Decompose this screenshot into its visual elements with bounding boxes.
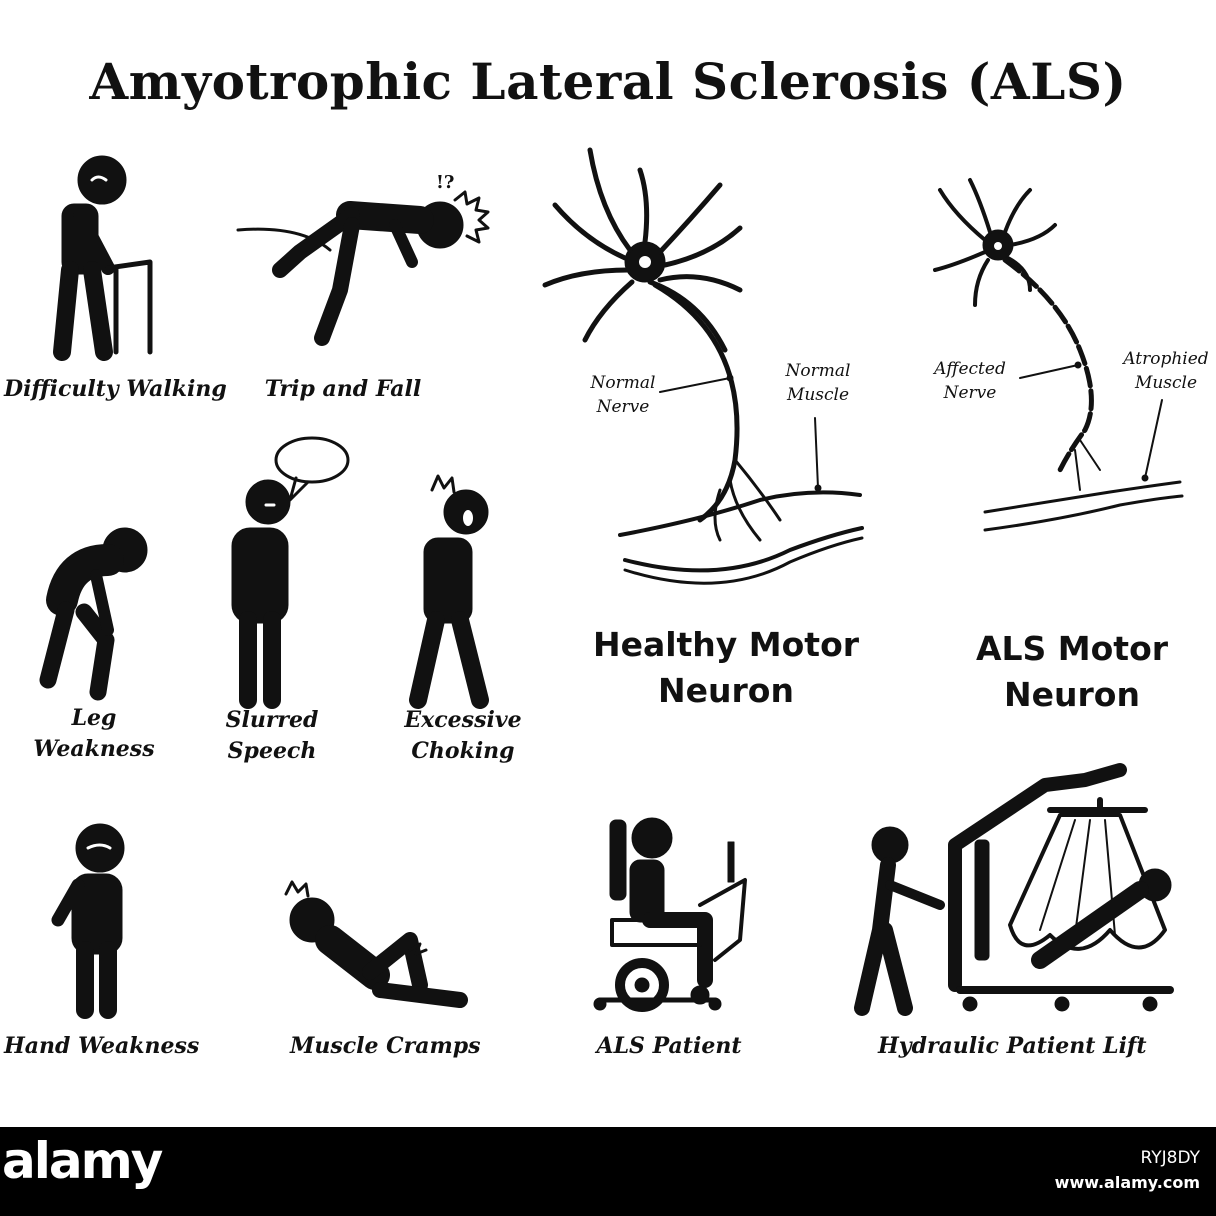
als-neuron-icon — [933, 178, 1184, 532]
hand-weakness-person-icon — [51, 823, 125, 1019]
muscle-cramps-person-icon — [284, 880, 468, 1008]
wheelchair-patient-icon — [593, 817, 747, 1012]
watermark-bar — [0, 1127, 1216, 1216]
patient-lift-icon — [854, 763, 1174, 1016]
exclamation-question-icon: !? — [436, 172, 455, 193]
label-difficulty-walking: Difficulty Walking — [4, 376, 227, 402]
walker-person-icon — [53, 155, 153, 361]
alamy-logo: alamy — [2, 1132, 163, 1190]
healthy-neuron-icon — [542, 147, 864, 585]
choking-person-icon — [409, 474, 489, 709]
watermark-site: www.alamy.com — [1054, 1173, 1200, 1192]
image-id: RYJ8DY — [1140, 1148, 1200, 1168]
label-muscle-cramps: Muscle Cramps — [290, 1033, 481, 1059]
leg-weakness-person-icon — [39, 527, 148, 701]
label-hydraulic-patient-lift: Hydraulic Patient Lift — [878, 1033, 1147, 1059]
slurred-speech-person-icon — [231, 436, 350, 709]
label-als-patient: ALS Patient — [596, 1033, 742, 1059]
page-title: Amyotrophic Lateral Sclerosis (ALS) — [89, 52, 1127, 111]
label-hand-weakness: Hand Weakness — [4, 1033, 200, 1059]
label-trip-and-fall: Trip and Fall — [264, 376, 422, 402]
falling-person-icon — [236, 190, 490, 346]
